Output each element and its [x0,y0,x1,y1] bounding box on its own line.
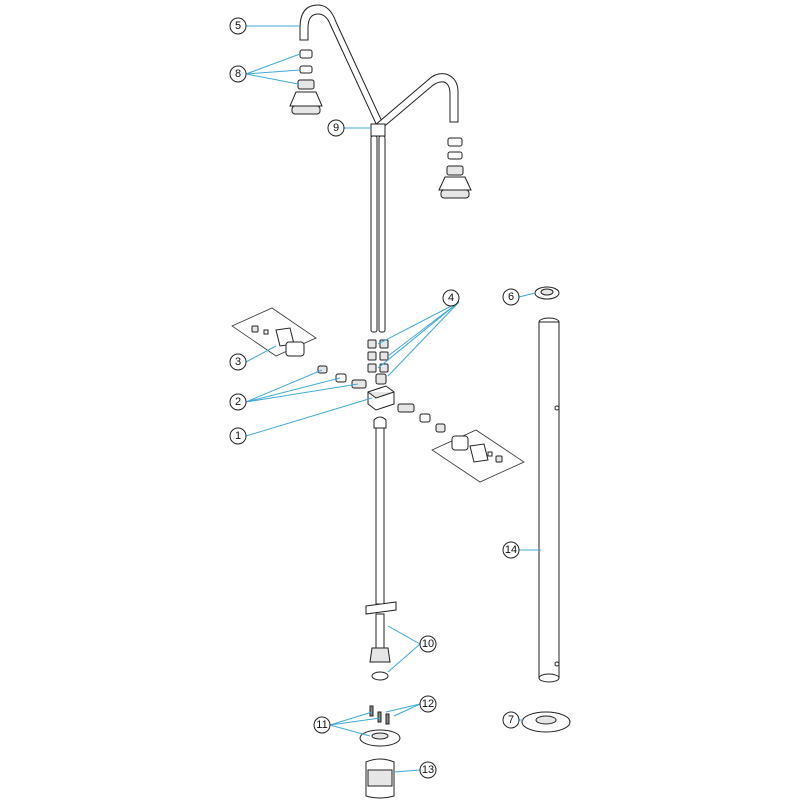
callout-11-label: 11 [316,719,327,731]
leader-line-18 [387,643,421,673]
callout-7: 7 [502,711,520,729]
callout-8-label: 8 [235,68,241,80]
leader-lines [245,25,541,773]
callout-4-label: 4 [448,292,454,304]
callout-13-label: 13 [422,764,434,776]
callout-3: 3 [229,353,247,371]
handle-inset-right [431,429,525,483]
callout-4: 4 [442,289,460,307]
callout-5-label: 5 [235,20,241,32]
leader-line-20 [329,717,381,726]
leader-line-9 [387,301,460,377]
leader-line-8 [377,301,460,369]
lower-riser-pipe [365,416,397,681]
valve-left [317,365,367,389]
leader-line-21 [329,724,371,737]
floor-sleeve [365,758,395,799]
callout-7-label: 7 [508,714,514,726]
callout-2: 2 [229,393,247,411]
leader-line-3 [245,69,301,75]
shower-head-right [438,137,472,199]
leader-line-15 [245,397,373,437]
callout-9-label: 9 [333,122,339,134]
callout-1-label: 1 [235,430,241,442]
column-cap [534,286,560,300]
leader-line-19 [329,711,373,726]
leader-line-24 [393,769,421,773]
callout-3-label: 3 [235,356,241,368]
riser-twin-pipes [370,123,386,333]
leader-line-10 [518,292,536,298]
leader-line-17 [387,625,421,645]
support-column [538,317,560,683]
mixer-body [367,373,395,411]
leader-line-12 [245,369,323,403]
callout-10-label: 10 [422,638,434,650]
leader-line-2 [245,53,301,75]
column-flange [521,711,571,733]
shower-head-left [289,49,323,115]
leader-line-4 [245,73,299,85]
base-plate [359,705,401,747]
callout-2-label: 2 [235,396,241,408]
callout-9: 9 [327,119,345,137]
leader-line-6 [377,301,460,345]
callout-10: 10 [419,635,437,653]
callout-1: 1 [229,427,247,445]
leader-line-11 [245,345,277,363]
callout-11: 11 [313,716,331,734]
valve-right [397,403,446,433]
callout-5: 5 [229,17,247,35]
callout-13: 13 [419,761,437,779]
callout-12-label: 12 [422,698,434,710]
upper-arm-left [299,4,385,129]
callout-12: 12 [419,695,437,713]
leader-line-23 [393,703,421,717]
upper-arm-right [373,73,459,131]
leader-line-13 [245,377,341,403]
leader-line-22 [385,703,421,713]
callout-6-label: 6 [508,291,514,303]
callout-14-label: 14 [505,544,517,556]
callout-6: 6 [502,288,520,306]
leader-line-14 [245,383,359,403]
fittings-stack [367,339,389,373]
callout-8: 8 [229,65,247,83]
callout-14: 14 [502,541,520,559]
handle-inset-left [231,307,317,357]
